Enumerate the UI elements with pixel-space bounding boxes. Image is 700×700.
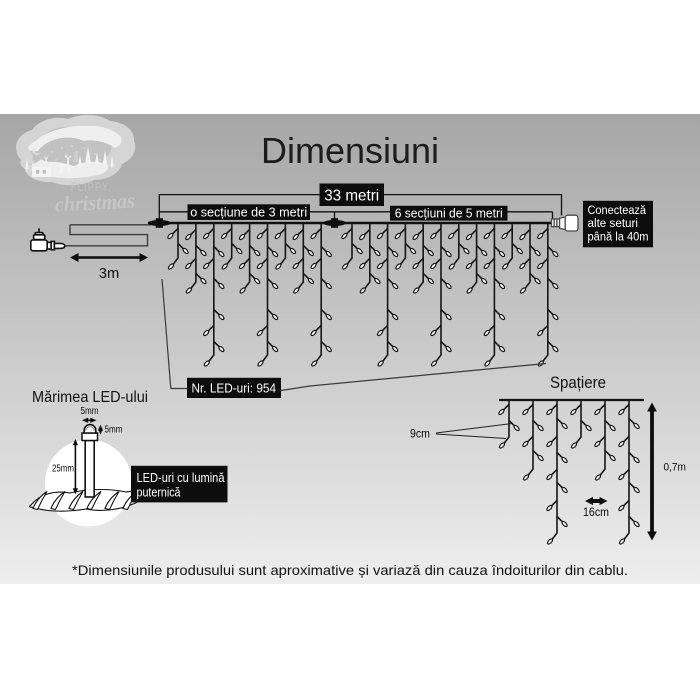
svg-text:christmas: christmas [54, 188, 135, 216]
svg-text:FLIPPY.: FLIPPY. [71, 182, 112, 194]
svg-text:5mm: 5mm [105, 424, 123, 435]
svg-text:6 secțiuni de 5 metri: 6 secțiuni de 5 metri [395, 205, 503, 220]
svg-text:o secțiune de 3 metri: o secțiune de 3 metri [190, 204, 307, 219]
svg-text:până la 40m: până la 40m [588, 232, 649, 244]
svg-text:Spațiere: Spațiere [550, 374, 606, 392]
svg-text:33 metri: 33 metri [324, 188, 379, 205]
svg-text:Dimensiuni: Dimensiuni [261, 130, 439, 171]
svg-text:puternică: puternică [137, 484, 182, 499]
svg-text:LED-uri cu lumină: LED-uri cu lumină [137, 470, 226, 485]
svg-text:*Dimensiunile produsului sunt: *Dimensiunile produsului sunt aproximati… [72, 563, 628, 578]
svg-text:16cm: 16cm [583, 507, 609, 519]
svg-text:Mărimea LED-ului: Mărimea LED-ului [32, 389, 148, 406]
svg-text:5mm: 5mm [81, 406, 99, 417]
svg-text:3m: 3m [99, 266, 120, 282]
svg-text:Conectează: Conectează [588, 205, 647, 217]
svg-text:25mm: 25mm [52, 463, 74, 474]
svg-text:9cm: 9cm [410, 429, 430, 441]
svg-text:alte seturi: alte seturi [588, 218, 639, 230]
svg-text:0,7m: 0,7m [664, 461, 687, 473]
svg-text:Nr. LED-uri: 954: Nr. LED-uri: 954 [192, 381, 277, 396]
